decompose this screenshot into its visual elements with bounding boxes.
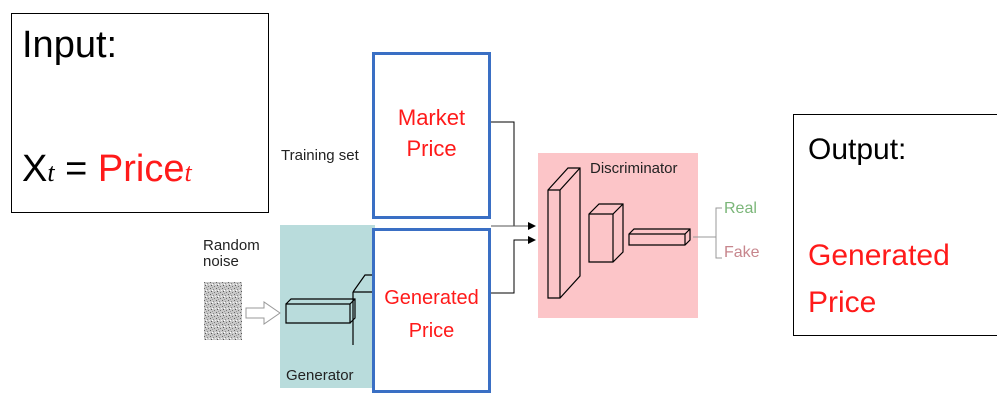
market-price-box bbox=[372, 52, 491, 219]
generator-panel bbox=[280, 225, 375, 388]
arrowhead-top bbox=[528, 222, 536, 230]
input-title: Input: bbox=[22, 24, 118, 66]
discriminator-panel bbox=[538, 153, 698, 318]
training-set-label: Training set bbox=[281, 147, 359, 164]
generator-label: Generator bbox=[286, 367, 354, 384]
output-value: Generated Price bbox=[808, 239, 950, 319]
output-box bbox=[793, 114, 997, 336]
arrowhead-bottom bbox=[528, 236, 536, 244]
generated-price-label: Generated Price bbox=[384, 287, 479, 342]
random-noise-label: Random noise bbox=[203, 237, 260, 270]
x-symbol: X bbox=[22, 148, 48, 190]
price-word: Price bbox=[97, 148, 185, 190]
input-box bbox=[11, 13, 269, 213]
output-title: Output: bbox=[808, 133, 907, 166]
generated-price-box bbox=[372, 228, 491, 393]
noise-arrow bbox=[245, 301, 281, 325]
discriminator-layers bbox=[547, 167, 691, 299]
discriminator-label: Discriminator bbox=[590, 160, 678, 177]
random-noise-image bbox=[204, 282, 242, 340]
input-formula: Xt = Pricet bbox=[22, 148, 192, 191]
generator-layers bbox=[285, 274, 372, 345]
output-bracket bbox=[693, 207, 722, 259]
connector-lines bbox=[491, 121, 528, 294]
x-subscript: t bbox=[47, 158, 55, 187]
fake-label: Fake bbox=[724, 244, 760, 261]
equals-sign: = bbox=[54, 148, 98, 190]
real-label: Real bbox=[724, 200, 757, 217]
price-subscript: t bbox=[184, 158, 192, 187]
market-price-label: Market Price bbox=[397, 105, 466, 161]
